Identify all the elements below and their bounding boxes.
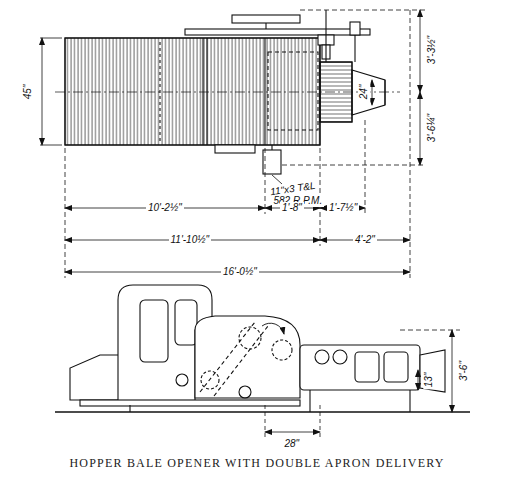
- dimension-label: 3'-6¼": [426, 112, 438, 144]
- dimension-label: 45": [22, 83, 34, 102]
- figure-caption: HOPPER BALE OPENER WITH DOUBLE APRON DEL…: [70, 456, 445, 471]
- dimension-label: 10'-2½": [146, 202, 184, 214]
- dimension-label: 1'-7½": [327, 202, 359, 214]
- dimension-label: 4'-2": [353, 234, 377, 246]
- dimension-label: 13": [423, 371, 435, 390]
- dimension-label: 24": [358, 83, 370, 102]
- dimension-label: 11'-10½": [169, 234, 212, 246]
- dimension-label: 16'-0½": [221, 266, 259, 278]
- dimension-label: 28": [283, 438, 302, 450]
- dimension-label: 1'-8": [280, 202, 304, 214]
- dimension-label: 3'-3½": [426, 34, 438, 66]
- dimension-label: 3'-6": [458, 359, 470, 383]
